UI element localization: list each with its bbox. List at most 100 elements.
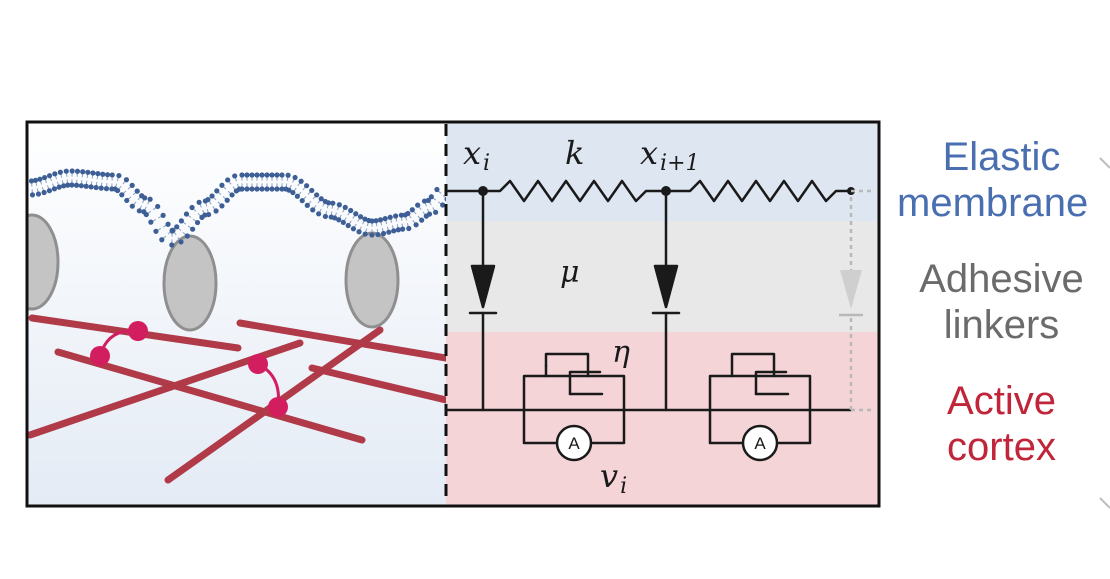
lipid-head <box>440 202 446 208</box>
lipid-head <box>350 226 357 232</box>
symbol-k: k <box>565 134 584 172</box>
lipid-head <box>386 229 392 235</box>
lipid-head <box>80 169 86 175</box>
lipid-head <box>244 186 250 192</box>
lipid-head <box>165 221 171 227</box>
lipid-head <box>239 172 245 178</box>
lipid-head <box>244 172 250 178</box>
cortex-band <box>446 332 879 506</box>
lipid-head <box>90 170 96 176</box>
lipid-head <box>61 183 67 189</box>
lipid-head <box>93 184 99 191</box>
lipid-head <box>264 186 270 192</box>
lipid-head <box>369 232 375 238</box>
linker-i-arrow <box>470 264 496 309</box>
lipid-head <box>183 211 190 217</box>
lipid-head <box>205 196 211 203</box>
lipid-head <box>400 226 406 232</box>
lipid-head <box>229 192 235 198</box>
lipid-head <box>129 203 135 209</box>
lipid-head <box>425 197 431 203</box>
lipid-head <box>194 219 201 226</box>
lipid-head <box>369 218 375 224</box>
lipid-head <box>362 231 368 237</box>
symbol-eta: η <box>612 335 630 370</box>
cortex-label-line2: cortex <box>947 425 1056 469</box>
lipid-head <box>95 171 101 177</box>
adhesion-protein <box>344 231 400 329</box>
lipid-head <box>357 214 364 220</box>
lipid-head <box>249 186 255 192</box>
lipid-head <box>299 198 305 204</box>
lipid-head <box>294 193 300 199</box>
linker-i1-arrow <box>653 264 679 309</box>
lipid-head <box>322 213 329 220</box>
lipid-head <box>409 207 415 213</box>
lipid-head <box>134 188 140 194</box>
lipid-head <box>405 210 411 217</box>
lipid-head <box>74 168 81 174</box>
lipid-head <box>206 211 212 218</box>
lipid-head <box>85 169 91 175</box>
lipid-head <box>109 172 115 178</box>
linkers-label-line2: linkers <box>943 303 1060 347</box>
lipid-head <box>356 229 362 235</box>
lipid-head <box>214 188 220 194</box>
lipid-head <box>419 217 425 223</box>
lipid-head <box>304 202 310 208</box>
lipid-head <box>406 225 412 232</box>
lipid-head <box>225 177 231 183</box>
lipid-head <box>98 185 104 191</box>
cortex-label-line1: Active <box>947 379 1056 423</box>
lipid-head <box>32 177 39 183</box>
lipid-head <box>254 186 260 192</box>
lipid-head <box>143 211 149 218</box>
lipid-head <box>73 182 80 188</box>
lipid-head <box>174 224 180 230</box>
actin-filament <box>236 319 446 362</box>
lipid-head <box>52 171 58 177</box>
lipid-head <box>232 173 238 179</box>
node-i1 <box>661 186 671 196</box>
lipid-head <box>88 184 94 190</box>
lipid-head <box>398 212 404 218</box>
node-i <box>478 186 488 196</box>
lipid-head <box>314 192 320 198</box>
lipid-head <box>178 239 184 245</box>
membrane-label: Elastic membrane <box>893 134 1110 226</box>
lipid-head <box>56 184 62 190</box>
lipid-head <box>57 169 63 175</box>
lipid-head <box>318 196 324 202</box>
actin-filament <box>54 348 366 444</box>
lipid-head <box>395 227 401 233</box>
lipid-head <box>41 174 48 181</box>
lipid-head <box>148 219 154 225</box>
lipid-head <box>153 228 159 234</box>
lipid-head <box>269 186 275 192</box>
lipid-head <box>444 196 446 202</box>
ammeter-2-label: A <box>754 434 766 453</box>
myosin-motors <box>90 321 288 417</box>
lipid-head <box>239 186 245 192</box>
lipid-head <box>340 219 346 226</box>
lipid-head <box>46 188 53 194</box>
linkers-label: Adhesive linkers <box>893 256 1110 348</box>
lipid-head <box>69 168 75 174</box>
lipid-head <box>170 227 176 234</box>
lipid-head <box>184 233 190 239</box>
lipid-head <box>290 189 296 196</box>
lipid-head <box>189 204 195 211</box>
active-motor-1: A <box>555 424 593 462</box>
lipid-head <box>155 203 161 210</box>
lipid-head <box>304 183 310 189</box>
myosin-head <box>248 354 268 374</box>
lipid-head <box>426 211 433 217</box>
diagram-frame <box>25 120 881 508</box>
lipid-head <box>330 200 336 206</box>
myosin-head <box>90 346 110 366</box>
lipid-head <box>286 187 292 193</box>
lipid-head <box>213 208 219 214</box>
lipid-head <box>298 178 304 184</box>
actin-filament <box>308 364 446 404</box>
